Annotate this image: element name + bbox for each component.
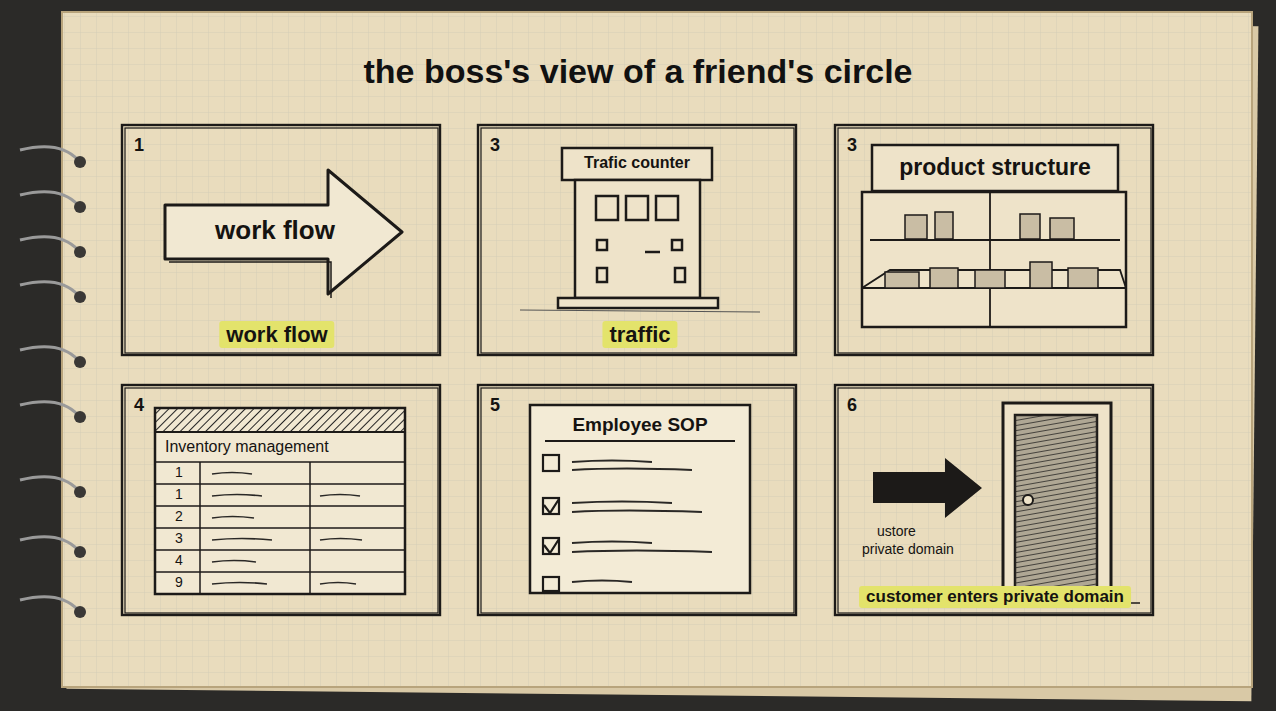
table-cell: 1	[175, 486, 183, 502]
table-cell: 2	[175, 508, 183, 524]
page-title: the boss's view of a friend's circle	[363, 52, 912, 91]
sketch-element: Trafic counter	[562, 148, 712, 180]
sketch-panel: 5Employee SOP	[478, 385, 796, 615]
panel-number: 6	[847, 395, 857, 416]
table-cell: 9	[175, 574, 183, 590]
sketch-panel: 6 customer enters private domain ustore pri…	[835, 385, 1153, 615]
sketch-panel: 3 traffic Trafic counter	[478, 125, 796, 355]
door-label: private domain	[862, 541, 954, 557]
element-text: Inventory management	[165, 438, 329, 456]
sketch-panel: 4Inventory management112349	[122, 385, 440, 615]
panel-number: 5	[490, 395, 500, 416]
table-cell: 3	[175, 530, 183, 546]
element-text: Trafic counter	[584, 154, 690, 172]
panel-number: 4	[134, 395, 144, 416]
sketch-panel: 3 product structure	[835, 125, 1153, 355]
element-text: work flow	[215, 216, 335, 246]
sketch-element: work flow	[165, 170, 447, 298]
element-text: product structure	[899, 154, 1091, 180]
sketch-element: Inventory management 1 1 2 3 4 9	[155, 408, 405, 594]
door-label: ustore	[877, 523, 916, 539]
highlight-caption: work flow	[219, 321, 334, 348]
sketch-element: Employee SOP	[530, 405, 750, 593]
sketch-element: product structure	[872, 145, 1118, 191]
highlight-caption: customer enters private domain	[859, 586, 1131, 608]
element-text: Employee SOP	[572, 414, 707, 436]
table-cell: 1	[175, 464, 183, 480]
highlight-caption: traffic	[602, 321, 677, 348]
sketch-panel: 1 work flow work flow	[122, 125, 440, 355]
panel-number: 3	[490, 135, 500, 156]
table-cell: 4	[175, 552, 183, 568]
panel-number: 1	[134, 135, 144, 156]
panel-number: 3	[847, 135, 857, 156]
